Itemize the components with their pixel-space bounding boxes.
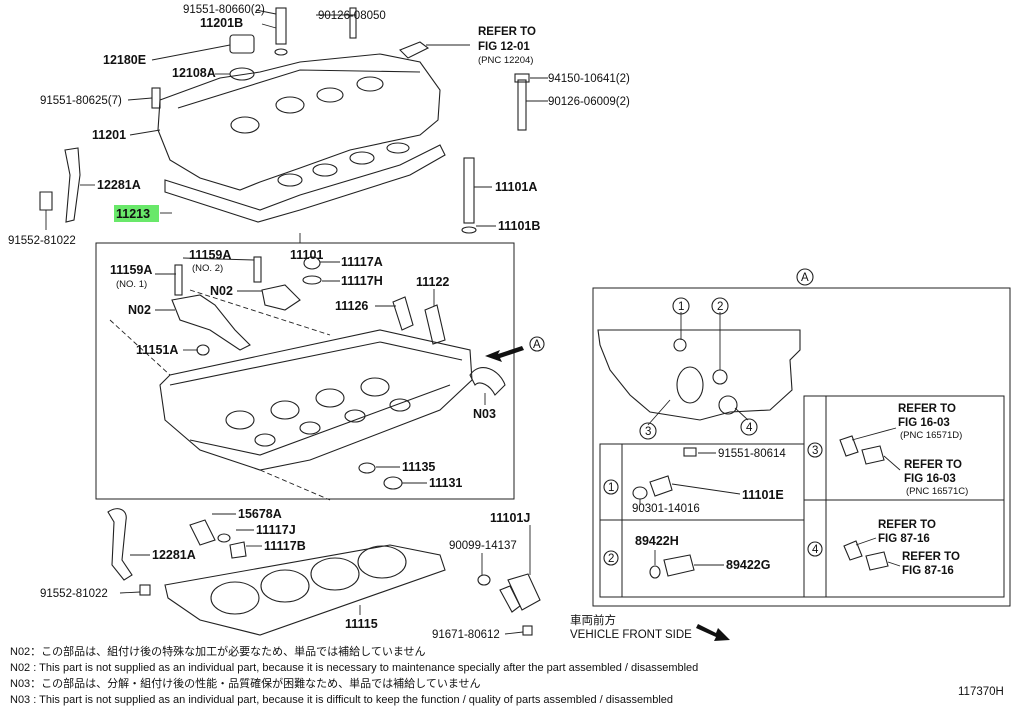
callout-fig-12-01: FIG 12-01	[478, 41, 530, 53]
callout-12281a-top: 12281A	[97, 178, 141, 192]
front-arrow-icon	[696, 624, 730, 641]
circle-label-2: 2	[717, 301, 723, 313]
lower-callouts: 15678A 11101J 11117J 12281A 11117B 90099…	[40, 507, 730, 641]
callout-91671-80612: 91671-80612	[432, 629, 500, 641]
highlight-11213	[114, 205, 159, 222]
top-callouts: 91551-80660(2) 11201B 90126-08050 12180E…	[8, 4, 630, 247]
detail-90301-14016: 90301-14016	[632, 503, 700, 515]
callout-91551-80625: 91551-80625(7)	[40, 95, 122, 107]
callout-11131: 11131	[429, 476, 462, 490]
row-label-4: 4	[812, 544, 819, 556]
callout-90126-06009: 90126-06009(2)	[548, 96, 630, 108]
note-n02-en: N02 : This part is not supplied as an in…	[10, 662, 698, 674]
detail-89422h: 89422H	[635, 534, 679, 548]
r3a-pnc: (PNC 16571D)	[900, 430, 962, 441]
callout-11201b: 11201B	[200, 16, 243, 30]
note-n02-jp: N02：この部品は、組付け後の特殊な加工が必要なため、単品では補給していません	[10, 644, 426, 658]
lower-leader-lines	[119, 513, 531, 635]
callout-11117j: 11117J	[256, 523, 296, 537]
note-n03-jp: N03：この部品は、分解・組付け後の性能・品質確保が困難なため、単品では補給して…	[10, 676, 481, 690]
callout-11101j: 11101J	[490, 511, 530, 525]
callout-11101b: 11101B	[498, 219, 540, 233]
callout-12180e: 12180E	[103, 53, 146, 67]
detail-91551-80614: 91551-80614	[718, 448, 786, 460]
r4b-fig: FIG 87-16	[902, 565, 954, 577]
top-leader-lines	[45, 9, 548, 230]
callout-n02-b: N02	[128, 303, 151, 317]
callout-91552-81022-bot: 91552-81022	[40, 588, 108, 600]
row-label-2: 2	[608, 553, 614, 565]
callout-n03: N03	[473, 407, 496, 421]
callout-no1-tag: (NO. 1)	[116, 279, 147, 290]
middle-leader-lines	[155, 257, 486, 484]
lower-parts-group	[107, 508, 541, 636]
callout-11122: 11122	[416, 275, 449, 289]
callout-90126-08050: 90126-08050	[318, 10, 386, 22]
row-label-3: 3	[812, 445, 818, 457]
callout-94150-10641: 94150-10641(2)	[548, 73, 630, 85]
r3a-refer: REFER TO	[898, 403, 956, 415]
callout-11117b: 11117B	[264, 539, 306, 553]
callout-refer-to: REFER TO	[478, 26, 536, 38]
middle-callouts: 11101 11159A (NO. 2) 11117A 11159A (NO. …	[110, 248, 496, 490]
callout-11159a-no2: 11159A	[189, 248, 231, 262]
detail-11101e: 11101E	[742, 488, 784, 502]
r4a-refer: REFER TO	[878, 519, 936, 531]
front-label-en: VEHICLE FRONT SIDE	[570, 629, 692, 641]
callout-no2-tag: (NO. 2)	[192, 263, 223, 274]
valve-cover-group	[39, 7, 530, 234]
r3b-fig: FIG 16-03	[904, 473, 956, 485]
r3b-refer: REFER TO	[904, 459, 962, 471]
detail-title: A	[801, 272, 809, 284]
callout-11151a: 11151A	[136, 343, 178, 357]
view-a-arrow: A	[485, 336, 545, 362]
callout-11117h: 11117H	[341, 274, 383, 288]
circle-label-1: 1	[678, 301, 684, 313]
callout-pnc-12204: (PNC 12204)	[478, 55, 533, 66]
figure-code: 117370H	[958, 686, 1004, 698]
callout-11126: 11126	[335, 299, 368, 313]
notes-block: N02：この部品は、組付け後の特殊な加工が必要なため、単品では補給していません …	[10, 644, 1004, 706]
callout-11115: 11115	[345, 617, 378, 631]
detail-view-a: A 1 2 3 4 1 2 3 4	[592, 268, 1011, 607]
r4b-refer: REFER TO	[902, 551, 960, 563]
r3a-fig: FIG 16-03	[898, 417, 950, 429]
callout-11135: 11135	[402, 460, 435, 474]
callout-n02-a: N02	[210, 284, 233, 298]
circle-label-3: 3	[645, 426, 651, 438]
callout-91552-81022-top: 91552-81022	[8, 235, 76, 247]
note-n03-en: N03 : This part is not supplied as an in…	[10, 694, 673, 706]
r4a-fig: FIG 87-16	[878, 533, 930, 545]
detail-89422g: 89422G	[726, 558, 770, 572]
callout-11101: 11101	[290, 248, 323, 262]
r3b-pnc: (PNC 16571C)	[906, 486, 968, 497]
callout-12281a-bot: 12281A	[152, 548, 196, 562]
callout-11159a-no1: 11159A	[110, 263, 152, 277]
callout-11101a: 11101A	[495, 180, 537, 194]
front-label-jp: 車両前方	[570, 613, 616, 627]
callout-90099-14137: 90099-14137	[449, 540, 517, 552]
callout-11117a: 11117A	[341, 255, 383, 269]
cylinder-head-box	[95, 233, 515, 501]
view-a-marker: A	[533, 339, 541, 351]
callout-12108a: 12108A	[172, 66, 216, 80]
callout-91551-80660: 91551-80660(2)	[183, 4, 265, 16]
callout-11201: 11201	[92, 128, 126, 142]
row-label-1: 1	[608, 482, 614, 494]
circle-label-4: 4	[746, 422, 753, 434]
callout-15678a: 15678A	[238, 507, 282, 521]
callout-11213: 11213	[116, 207, 150, 221]
